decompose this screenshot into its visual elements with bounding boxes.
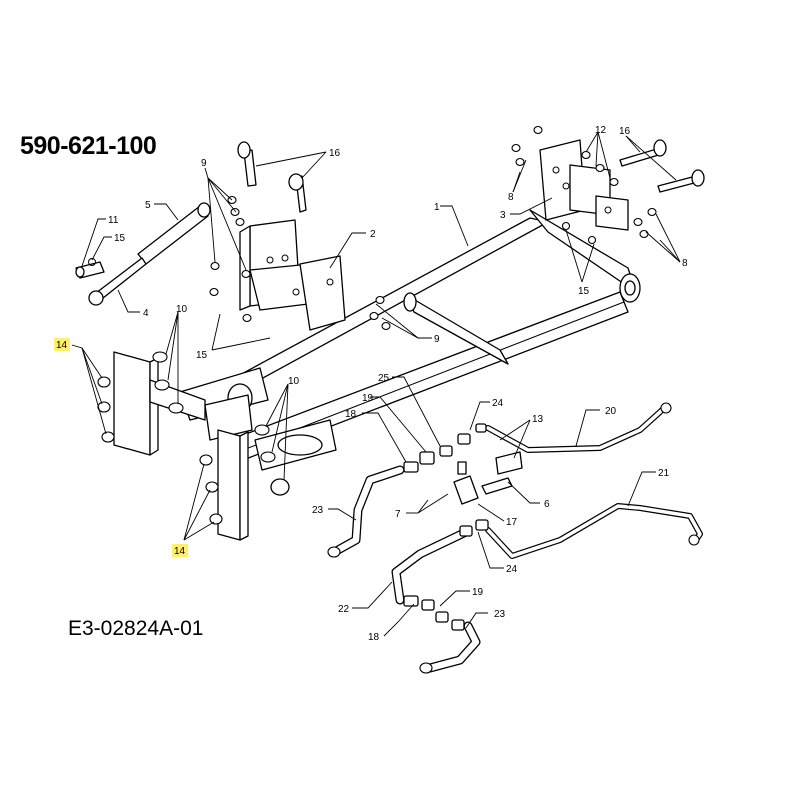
hitch-pins-left (237, 141, 307, 213)
callout-17: 17 (506, 517, 518, 528)
callout-14-lower: 14 (174, 546, 186, 557)
callout-19-lower: 19 (472, 587, 484, 598)
callout-25: 25 (378, 373, 390, 384)
rear-bracket (539, 139, 629, 231)
callout-2: 2 (370, 229, 376, 240)
hydraulic-lines (327, 402, 703, 674)
callout-21: 21 (658, 468, 670, 479)
callout-8-left: 8 (508, 192, 514, 203)
callout-7: 7 (395, 509, 401, 520)
part-number-title: 590-621-100 (20, 132, 157, 160)
bolts-9-upper (209, 195, 391, 331)
callout-18-lower: 18 (368, 632, 380, 643)
callout-13: 13 (532, 414, 544, 425)
callout-15-upper: 15 (114, 233, 126, 244)
callout-15-right: 15 (578, 286, 590, 297)
hitch-pins-right (619, 139, 705, 193)
callout-3: 3 (500, 210, 506, 221)
callout-9-lower: 9 (434, 334, 440, 345)
callout-labels: 1 2 3 4 5 6 7 8 8 9 9 10 10 11 12 13 14 … (54, 125, 688, 643)
callout-22: 22 (338, 604, 350, 615)
lift-bracket (239, 219, 346, 331)
callout-9-upper: 9 (201, 158, 207, 169)
callout-19-upper: 19 (362, 393, 374, 404)
callout-4: 4 (143, 308, 149, 319)
callout-12: 12 (595, 125, 607, 136)
callout-11: 11 (108, 215, 119, 226)
callout-18-upper: 18 (345, 409, 357, 420)
callout-16-right: 16 (619, 126, 631, 137)
leader-lines (71, 131, 681, 637)
hydraulic-cylinder (75, 202, 211, 306)
main-frame (179, 209, 641, 496)
callout-16-left: 16 (329, 148, 341, 159)
callout-10-upper: 10 (176, 304, 188, 315)
callout-23-lower: 23 (494, 609, 506, 620)
callout-24-lower: 24 (506, 564, 518, 575)
reference-code: E3-02824A-01 (68, 617, 204, 640)
callout-6: 6 (544, 499, 550, 510)
callout-23-upper: 23 (312, 505, 324, 516)
callout-1: 1 (434, 202, 440, 213)
callout-20: 20 (605, 406, 617, 417)
right-mounting-plate (199, 424, 276, 541)
callout-8-right: 8 (682, 258, 688, 269)
callout-5: 5 (145, 200, 151, 211)
callout-10-lower: 10 (288, 376, 300, 387)
callout-14-lower-highlight (172, 544, 188, 557)
callout-15-middle: 15 (196, 350, 208, 361)
callout-24-upper: 24 (492, 398, 504, 409)
bolts-8-12 (511, 125, 657, 245)
callout-14-upper: 14 (56, 340, 68, 351)
callout-14-upper-highlight (54, 338, 70, 351)
left-mounting-plate (97, 351, 206, 456)
